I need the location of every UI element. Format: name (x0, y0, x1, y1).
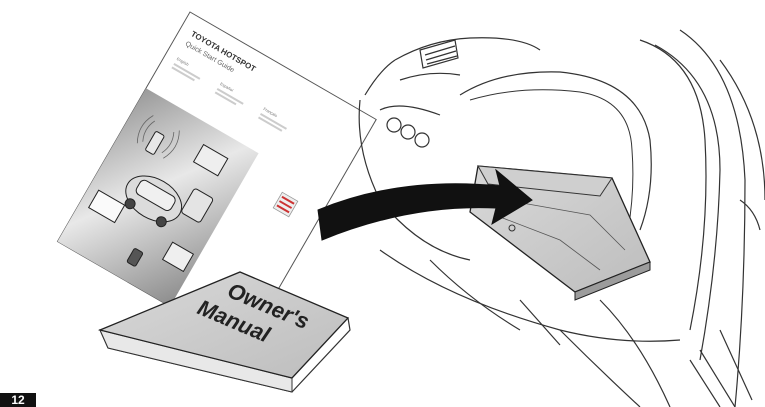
page-number-tab: 12 (0, 393, 36, 407)
climate-knobs (387, 118, 429, 147)
air-vent (420, 40, 458, 68)
owners-manual-book: Owner's Manual (100, 272, 350, 392)
